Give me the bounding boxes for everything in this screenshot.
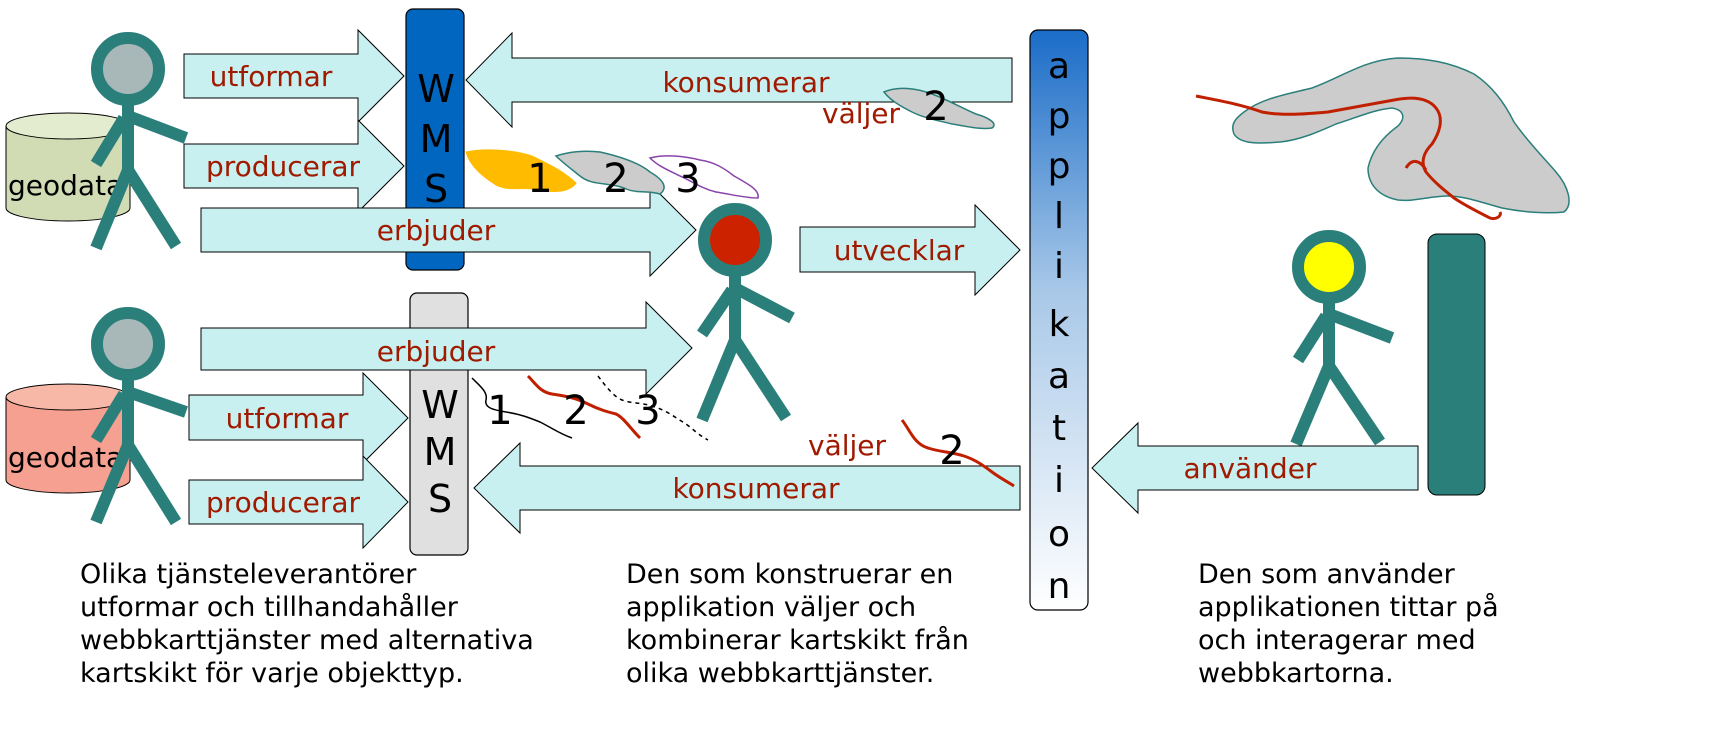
layer-red-line (526, 374, 642, 440)
arrow-label-utformar-bottom: utformar (226, 402, 349, 435)
arrow-label-anvander: använder (1184, 452, 1317, 485)
arrow-utformar-bottom: utformar (188, 371, 409, 465)
arrow-konsumerar-bottom: konsumerar (473, 441, 1021, 535)
wms-bottom-letters: W M S (421, 383, 459, 521)
layer-number: 3 (635, 388, 660, 434)
arrow-label-utvecklar: utvecklar (834, 234, 965, 267)
caption-right: Den som använder applikationen tittar på… (1198, 559, 1499, 689)
valjer-label-top: väljer (822, 97, 901, 130)
wms-bottom-letter: S (428, 477, 452, 521)
caption-middle: Den som konstruerar en applikation välje… (626, 559, 969, 689)
arrow-label-erbjuder-top: erbjuder (377, 214, 496, 247)
provider-head-bottom (91, 307, 165, 381)
arrow-konsumerar-top: konsumerar (465, 31, 1013, 129)
developer-head (698, 203, 772, 277)
geodata-label-bottom: geodata (8, 441, 123, 474)
arrow-label-konsumerar-top: konsumerar (662, 66, 830, 99)
arrow-anvander: använder (1091, 421, 1419, 515)
arrow-producerar-top: producerar (183, 118, 405, 214)
layer-number: 2 (603, 156, 628, 202)
combined-map (1195, 57, 1570, 220)
valjer-label-bottom: väljer (808, 429, 887, 462)
arrow-label-utformar-top: utformar (210, 60, 333, 93)
geodata-label-top: geodata (8, 169, 123, 202)
applikation-letter: a (1048, 46, 1070, 87)
layer-purple-outline (648, 155, 759, 199)
applikation-letter: p (1048, 96, 1071, 137)
arrow-erbjuder-top: erbjuder (200, 182, 697, 278)
provider-figure-top (90, 32, 189, 251)
applikation-letter: i (1054, 460, 1064, 501)
applikation-letter: o (1048, 514, 1070, 555)
applikation-letters: a p p l i k a t i o n (1048, 46, 1071, 607)
layer-dashed-line (597, 375, 709, 441)
arrow-utformar-top: utformar (183, 28, 405, 124)
layer-number: 2 (563, 388, 588, 434)
selected-number-bottom: 2 (939, 428, 964, 474)
selected-number-top: 2 (923, 84, 948, 130)
layer-orange-polygon (465, 149, 577, 192)
applikation-bar (1029, 29, 1089, 611)
wms-top-bar (405, 8, 465, 271)
wms-top-letter: W (417, 67, 455, 111)
wms-top-letters: W M S (417, 67, 455, 211)
wms-bottom-letter: M (424, 430, 457, 474)
selected-grey-polygon (882, 87, 995, 130)
layer-number: 1 (527, 156, 552, 202)
arrow-erbjuder-bottom: erbjuder (200, 300, 693, 396)
wms-top-letter: M (420, 117, 453, 161)
arrow-label-producerar-bottom: producerar (206, 486, 361, 519)
applikation-letter: t (1052, 408, 1066, 449)
provider-figure-bottom (90, 307, 188, 526)
applikation-letter: p (1048, 146, 1071, 187)
developer-figure (696, 203, 795, 423)
selected-red-line (900, 419, 1015, 488)
provider-head-top (91, 32, 165, 106)
layer-number: 3 (675, 156, 700, 202)
applikation-letter: a (1048, 356, 1070, 397)
arrow-utvecklar: utvecklar (799, 203, 1021, 297)
layer-black-line (471, 377, 573, 439)
wms-top-letter: S (424, 167, 448, 211)
layer-number: 1 (487, 388, 512, 434)
arrow-producerar-bottom: producerar (188, 454, 409, 550)
geodata-cylinder-bottom: geodata (5, 383, 131, 494)
layer-grey-polygon (554, 150, 665, 195)
applikation-letter: i (1054, 246, 1064, 287)
arrow-label-konsumerar-bottom: konsumerar (672, 472, 840, 505)
applikation-letter: l (1054, 196, 1064, 237)
screen-device (1427, 233, 1486, 496)
wms-bottom-letter: W (421, 383, 459, 427)
arrow-label-erbjuder-bottom: erbjuder (377, 335, 496, 368)
user-figure (1290, 230, 1395, 447)
user-head (1292, 230, 1366, 304)
caption-left: Olika tjänsteleverantörer utformar och t… (80, 559, 534, 689)
applikation-letter: k (1049, 304, 1070, 345)
arrow-label-producerar-top: producerar (206, 150, 361, 183)
applikation-letter: n (1048, 566, 1071, 607)
